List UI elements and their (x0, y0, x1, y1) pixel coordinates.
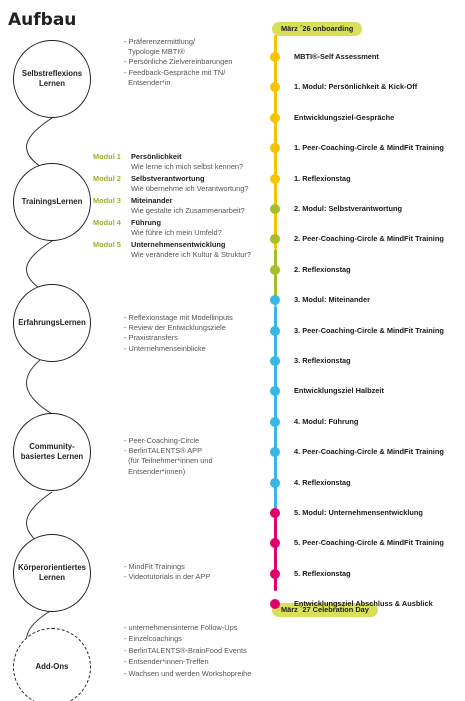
timeline-dot (270, 477, 280, 488)
list-item: - Praxistransfers (124, 333, 178, 343)
module-name: Unternehmensentwicklung (131, 240, 226, 249)
timeline-start-pill: März ´26 onboarding (272, 22, 363, 36)
module-number: Modul 3 (93, 196, 121, 205)
module-number: Modul 1 (93, 152, 121, 161)
list-item: - BerlinTALENTS® APP (124, 446, 203, 456)
list-item: - BerlinTALENTS®-BrainFood Events (124, 645, 247, 655)
timeline-item-label: 1. Peer-Coaching-Circle & MindFit Traini… (294, 143, 444, 153)
stage-circle-selbstreflexion: Selbstreflexions Lernen (13, 40, 91, 118)
timeline-dot (270, 143, 280, 154)
module-name: Führung (131, 218, 161, 227)
timeline-dot (270, 295, 280, 306)
timeline-dot (270, 112, 280, 123)
list-item: - Review der Entwicklungsziele (124, 323, 226, 333)
list-item: - Wachsen und werden Workshopreihe (124, 668, 252, 678)
timeline-item-label: Entwicklungsziel-Gespräche (294, 112, 395, 122)
timeline-line-yellow (274, 35, 277, 249)
timeline-dot (270, 447, 280, 458)
module-number: Modul 5 (93, 240, 121, 249)
stage-items-erfahrung: - Reflexionstage mit Modellinputs - Revi… (124, 313, 233, 354)
list-item: - Feedback-Gespräche mit TN/ (124, 67, 226, 77)
timeline-dot (270, 538, 280, 549)
list-item: - Videotutorials in der APP (124, 572, 211, 582)
module-name: Selbstverantwortung (131, 174, 205, 183)
timeline-dot (270, 82, 280, 93)
list-item: - Persönliche Zielvereinbarungen (124, 57, 233, 67)
timeline-item-label: Entwicklungsziel Halbzeit (294, 386, 384, 396)
list-item: - Reflexionstage mit Modellinputs (124, 313, 233, 322)
timeline-item-label: 5. Modul: Unternehmensentwicklung (294, 508, 423, 517)
list-item: - Einzelcoachings (124, 634, 182, 644)
timeline-item-label: 4. Modul: Führung (294, 416, 359, 426)
timeline-item-label: 3. Peer-Coaching-Circle & MindFit Traini… (294, 325, 444, 335)
stage-label: ErfahrungsLernen (18, 318, 86, 328)
timeline-line-green (274, 249, 277, 306)
timeline-item-label: 3. Modul: Miteinander (294, 295, 370, 305)
stage-items-community: - Peer-Coaching-Circle - BerlinTALENTS® … (124, 436, 213, 477)
timeline-dot (270, 264, 280, 275)
timeline-line-blue (274, 306, 277, 517)
timeline-dot (270, 173, 280, 184)
list-item: (für Teilnehmer*innen und (124, 456, 213, 466)
timeline-dot (270, 325, 280, 336)
timeline-item-label: MBTI®-Self Assessment (294, 52, 379, 61)
timeline-dot (270, 52, 280, 62)
list-item: - MindFit Trainings (124, 562, 185, 571)
timeline-dot (270, 234, 280, 245)
list-item: - unternehmensinterne Follow-Ups (124, 623, 238, 632)
stage-circle-community: Community-basiertes Lernen (13, 413, 91, 491)
timeline-dot (270, 386, 280, 397)
module-name: Persönlichkeit (131, 152, 182, 161)
module-question: Wie lerne ich mich selbst kennen? (131, 162, 244, 171)
module-question: Wie gestalte ich Zusammenarbeit? (131, 206, 245, 215)
timeline-item-label: 5. Reflexionstag (294, 568, 351, 578)
list-item: - Unternehmenseinblicke (124, 343, 206, 353)
timeline-item-label: 5. Peer-Coaching-Circle & MindFit Traini… (294, 538, 444, 548)
stage-items-koerper: - MindFit Trainings - Videotutorials in … (124, 562, 210, 582)
page-title: Aufbau (8, 10, 77, 30)
stage-circle-addons: Add-Ons (13, 628, 91, 701)
module-question: Wie verändere ich Kultur & Struktur? (131, 250, 251, 259)
list-item: Typologie MBTI® (124, 47, 185, 57)
module-question: Wie übernehme ich Verantwortung? (131, 184, 249, 193)
stage-circle-koerper: Körperorientiertes Lernen (13, 534, 91, 612)
stage-label: TrainingsLernen (21, 197, 83, 207)
timeline-item-label: Entwicklungsziel Abschluss & Ausblick (294, 599, 433, 609)
stage-label: Selbstreflexions Lernen (21, 69, 83, 88)
timeline-item-label: 4. Peer-Coaching-Circle & MindFit Traini… (294, 447, 444, 457)
module-question: Wie führe ich mein Umfeld? (131, 228, 222, 237)
list-item: Entsender*in (124, 77, 171, 87)
stage-items-addons: - unternehmensinterne Follow-Ups - Einze… (124, 622, 251, 679)
stage-items-selbstreflexion: - Präferenzermittlung/ Typologie MBTI® -… (124, 37, 232, 88)
stage-circle-trainingslernen: TrainingsLernen (13, 163, 91, 241)
module-number: Modul 2 (93, 174, 121, 183)
list-item: - Präferenzermittlung/ (124, 37, 196, 46)
timeline-dot (270, 416, 280, 427)
timeline-end-pill: März ´27 Celebration Day (272, 603, 378, 617)
timeline-dot (270, 356, 280, 366)
list-item: Entsender*innen) (124, 466, 186, 476)
list-item: - Peer-Coaching-Circle (124, 436, 200, 445)
timeline-item-label: 2. Peer-Coaching-Circle & MindFit Traini… (294, 234, 444, 244)
timeline-line-pink (274, 517, 277, 591)
timeline-item-label: 4. Reflexionstag (294, 477, 351, 487)
timeline-item-label: 2. Modul: Selbstverantwortung (294, 204, 402, 213)
module-name: Miteinander (131, 196, 173, 205)
stage-circle-erfahrungslernen: ErfahrungsLernen (13, 284, 91, 362)
timeline-dot (270, 599, 280, 610)
timeline-item-label: 1. Reflexionstag (294, 173, 351, 183)
stage-label: Körperorientiertes Lernen (17, 563, 87, 582)
stage-label: Add-Ons (35, 662, 69, 672)
timeline-item-label: 1. Modul: Persönlichkeit & Kick-Off (294, 82, 418, 92)
timeline-dot (270, 508, 280, 518)
module-number: Modul 4 (93, 218, 121, 227)
timeline-dot (270, 204, 280, 214)
timeline-item-label: 2. Reflexionstag (294, 264, 351, 274)
stage-label: Community-basiertes Lernen (20, 442, 84, 461)
list-item: - Entsender*innen-Treffen (124, 657, 209, 667)
timeline-item-label: 3. Reflexionstag (294, 356, 351, 365)
timeline-dot (270, 568, 280, 579)
